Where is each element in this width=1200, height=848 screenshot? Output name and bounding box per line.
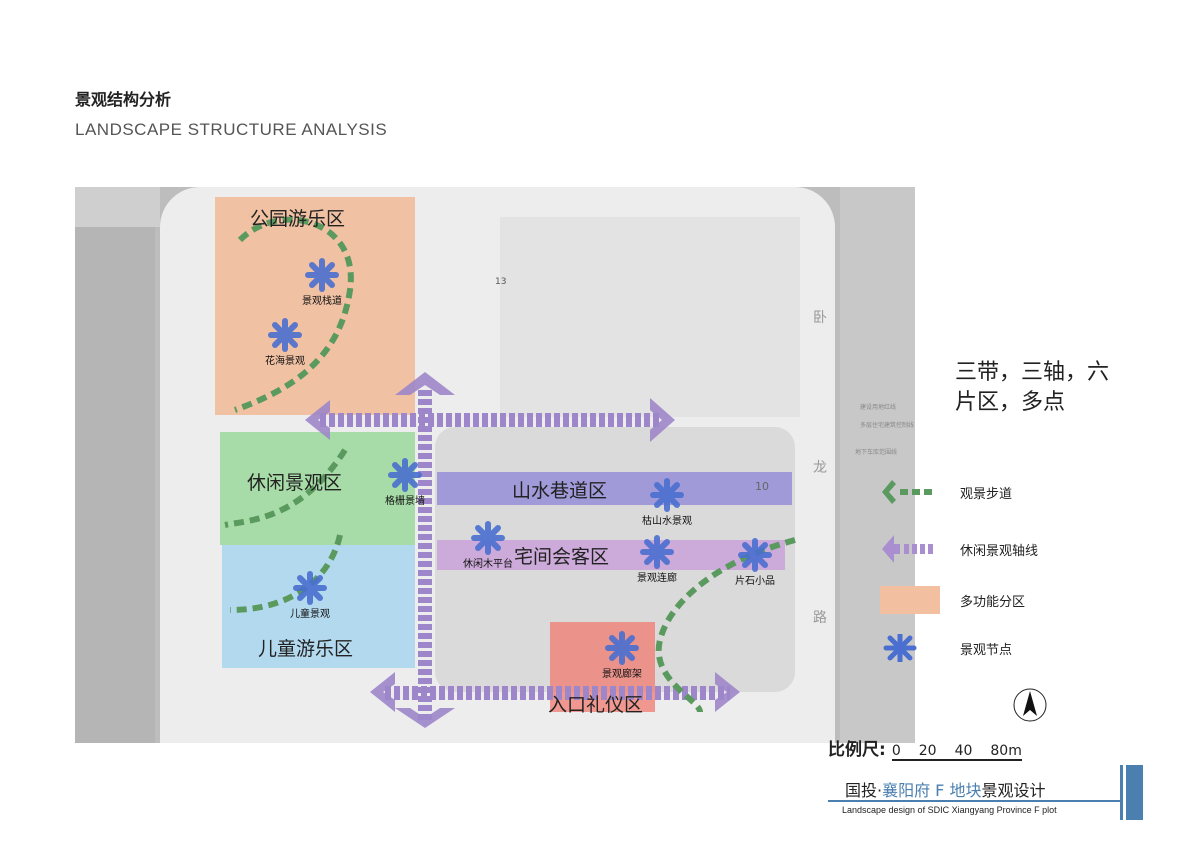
legend-label: 景观节点 bbox=[960, 642, 1013, 658]
landscape-node-icon bbox=[605, 631, 639, 665]
scale-bar: 比例尺: 0 20 40 80m bbox=[828, 735, 1022, 761]
node-label: 片石小品 bbox=[735, 576, 775, 587]
footer-title-a: 国投· bbox=[845, 781, 883, 800]
zone-label: 休闲景观区 bbox=[247, 472, 343, 494]
node-label: 景观栈道 bbox=[302, 296, 342, 307]
blue-asterisk-icon bbox=[883, 634, 917, 662]
axis-central bbox=[418, 390, 432, 720]
zone-label: 山水巷道区 bbox=[512, 480, 608, 502]
footer-title: 国投·襄阳府 F 地块景观设计 bbox=[845, 777, 1046, 801]
legend-label: 观景步道 bbox=[960, 486, 1013, 502]
road-label: 龙 bbox=[813, 460, 827, 476]
zone-label: 入口礼仪区 bbox=[548, 694, 644, 716]
legend-zone: 多功能分区 bbox=[880, 586, 1025, 614]
zone-label: 宅间会客区 bbox=[514, 546, 610, 568]
scale-tick: 0 bbox=[891, 743, 901, 759]
road-label: 路 bbox=[813, 610, 827, 626]
axis-north bbox=[320, 413, 660, 427]
landscape-node-icon bbox=[650, 478, 684, 512]
scale-tick: 20 bbox=[918, 743, 937, 759]
legend-walkway: 观景步道 bbox=[880, 478, 1012, 506]
landscape-node-icon bbox=[471, 521, 505, 555]
node-label: 格栅景墙 bbox=[385, 496, 425, 507]
landscape-node-icon bbox=[640, 535, 674, 569]
structure-summary: 三带，三轴，六片区，多点 bbox=[955, 360, 1110, 415]
node-label: 景观廊架 bbox=[602, 669, 642, 680]
scale-ticks: 0 20 40 80m bbox=[891, 743, 1022, 761]
zone-park bbox=[215, 197, 415, 415]
landscape-node-icon bbox=[293, 571, 327, 605]
zone-alley bbox=[437, 472, 792, 505]
building-number: 13 bbox=[495, 277, 507, 287]
node-label: 花海景观 bbox=[265, 356, 305, 367]
node-label: 儿童景观 bbox=[290, 609, 330, 620]
node-label: 景观连廊 bbox=[637, 573, 677, 584]
legend-axis: 休闲景观轴线 bbox=[880, 535, 1038, 563]
zone-label: 儿童游乐区 bbox=[258, 638, 354, 660]
node-label: 休闲木平台 bbox=[463, 559, 513, 570]
footer-divider bbox=[828, 800, 1123, 802]
footer-accent-bar bbox=[1126, 765, 1143, 820]
scale-label: 比例尺: bbox=[828, 740, 886, 760]
line-label: 地下车库范围线 bbox=[855, 449, 898, 456]
green-dashed-arrow-icon bbox=[882, 480, 932, 504]
landscape-node-icon bbox=[268, 318, 302, 352]
landscape-node-icon bbox=[738, 538, 772, 572]
legend-label: 休闲景观轴线 bbox=[960, 543, 1039, 559]
road-label: 卧 bbox=[813, 310, 827, 326]
landscape-node-icon bbox=[305, 258, 339, 292]
orange-swatch bbox=[880, 586, 940, 614]
footer-accent-thin bbox=[1120, 765, 1123, 820]
scale-tick: 80m bbox=[990, 743, 1022, 759]
scale-tick: 40 bbox=[954, 743, 973, 759]
building-number: 10 bbox=[755, 480, 769, 493]
axis-south bbox=[385, 686, 730, 700]
footer-subtitle: Landscape design of SDIC Xiangyang Provi… bbox=[842, 805, 1057, 815]
line-label: 建设用地红线 bbox=[860, 404, 897, 411]
legend-label: 多功能分区 bbox=[960, 594, 1026, 610]
purple-dashed-arrow-icon bbox=[882, 535, 933, 563]
footer-title-c: 景观设计 bbox=[981, 781, 1046, 800]
zone-label: 公园游乐区 bbox=[250, 208, 346, 230]
zone-leisure bbox=[220, 432, 415, 545]
page-subtitle: LANDSCAPE STRUCTURE ANALYSIS bbox=[75, 120, 388, 139]
plot-13 bbox=[500, 217, 800, 417]
page-title: 景观结构分析 bbox=[75, 90, 172, 109]
road bbox=[75, 187, 160, 227]
road-west bbox=[75, 227, 155, 743]
north-arrow-icon bbox=[1013, 688, 1047, 722]
footer-title-b: 襄阳府 F 地块 bbox=[882, 781, 982, 800]
node-label: 枯山水景观 bbox=[642, 516, 692, 527]
landscape-node-icon bbox=[388, 458, 422, 492]
legend-node: 景观节点 bbox=[880, 634, 1012, 662]
line-label: 多层住宅建筑控制线 bbox=[860, 422, 915, 429]
